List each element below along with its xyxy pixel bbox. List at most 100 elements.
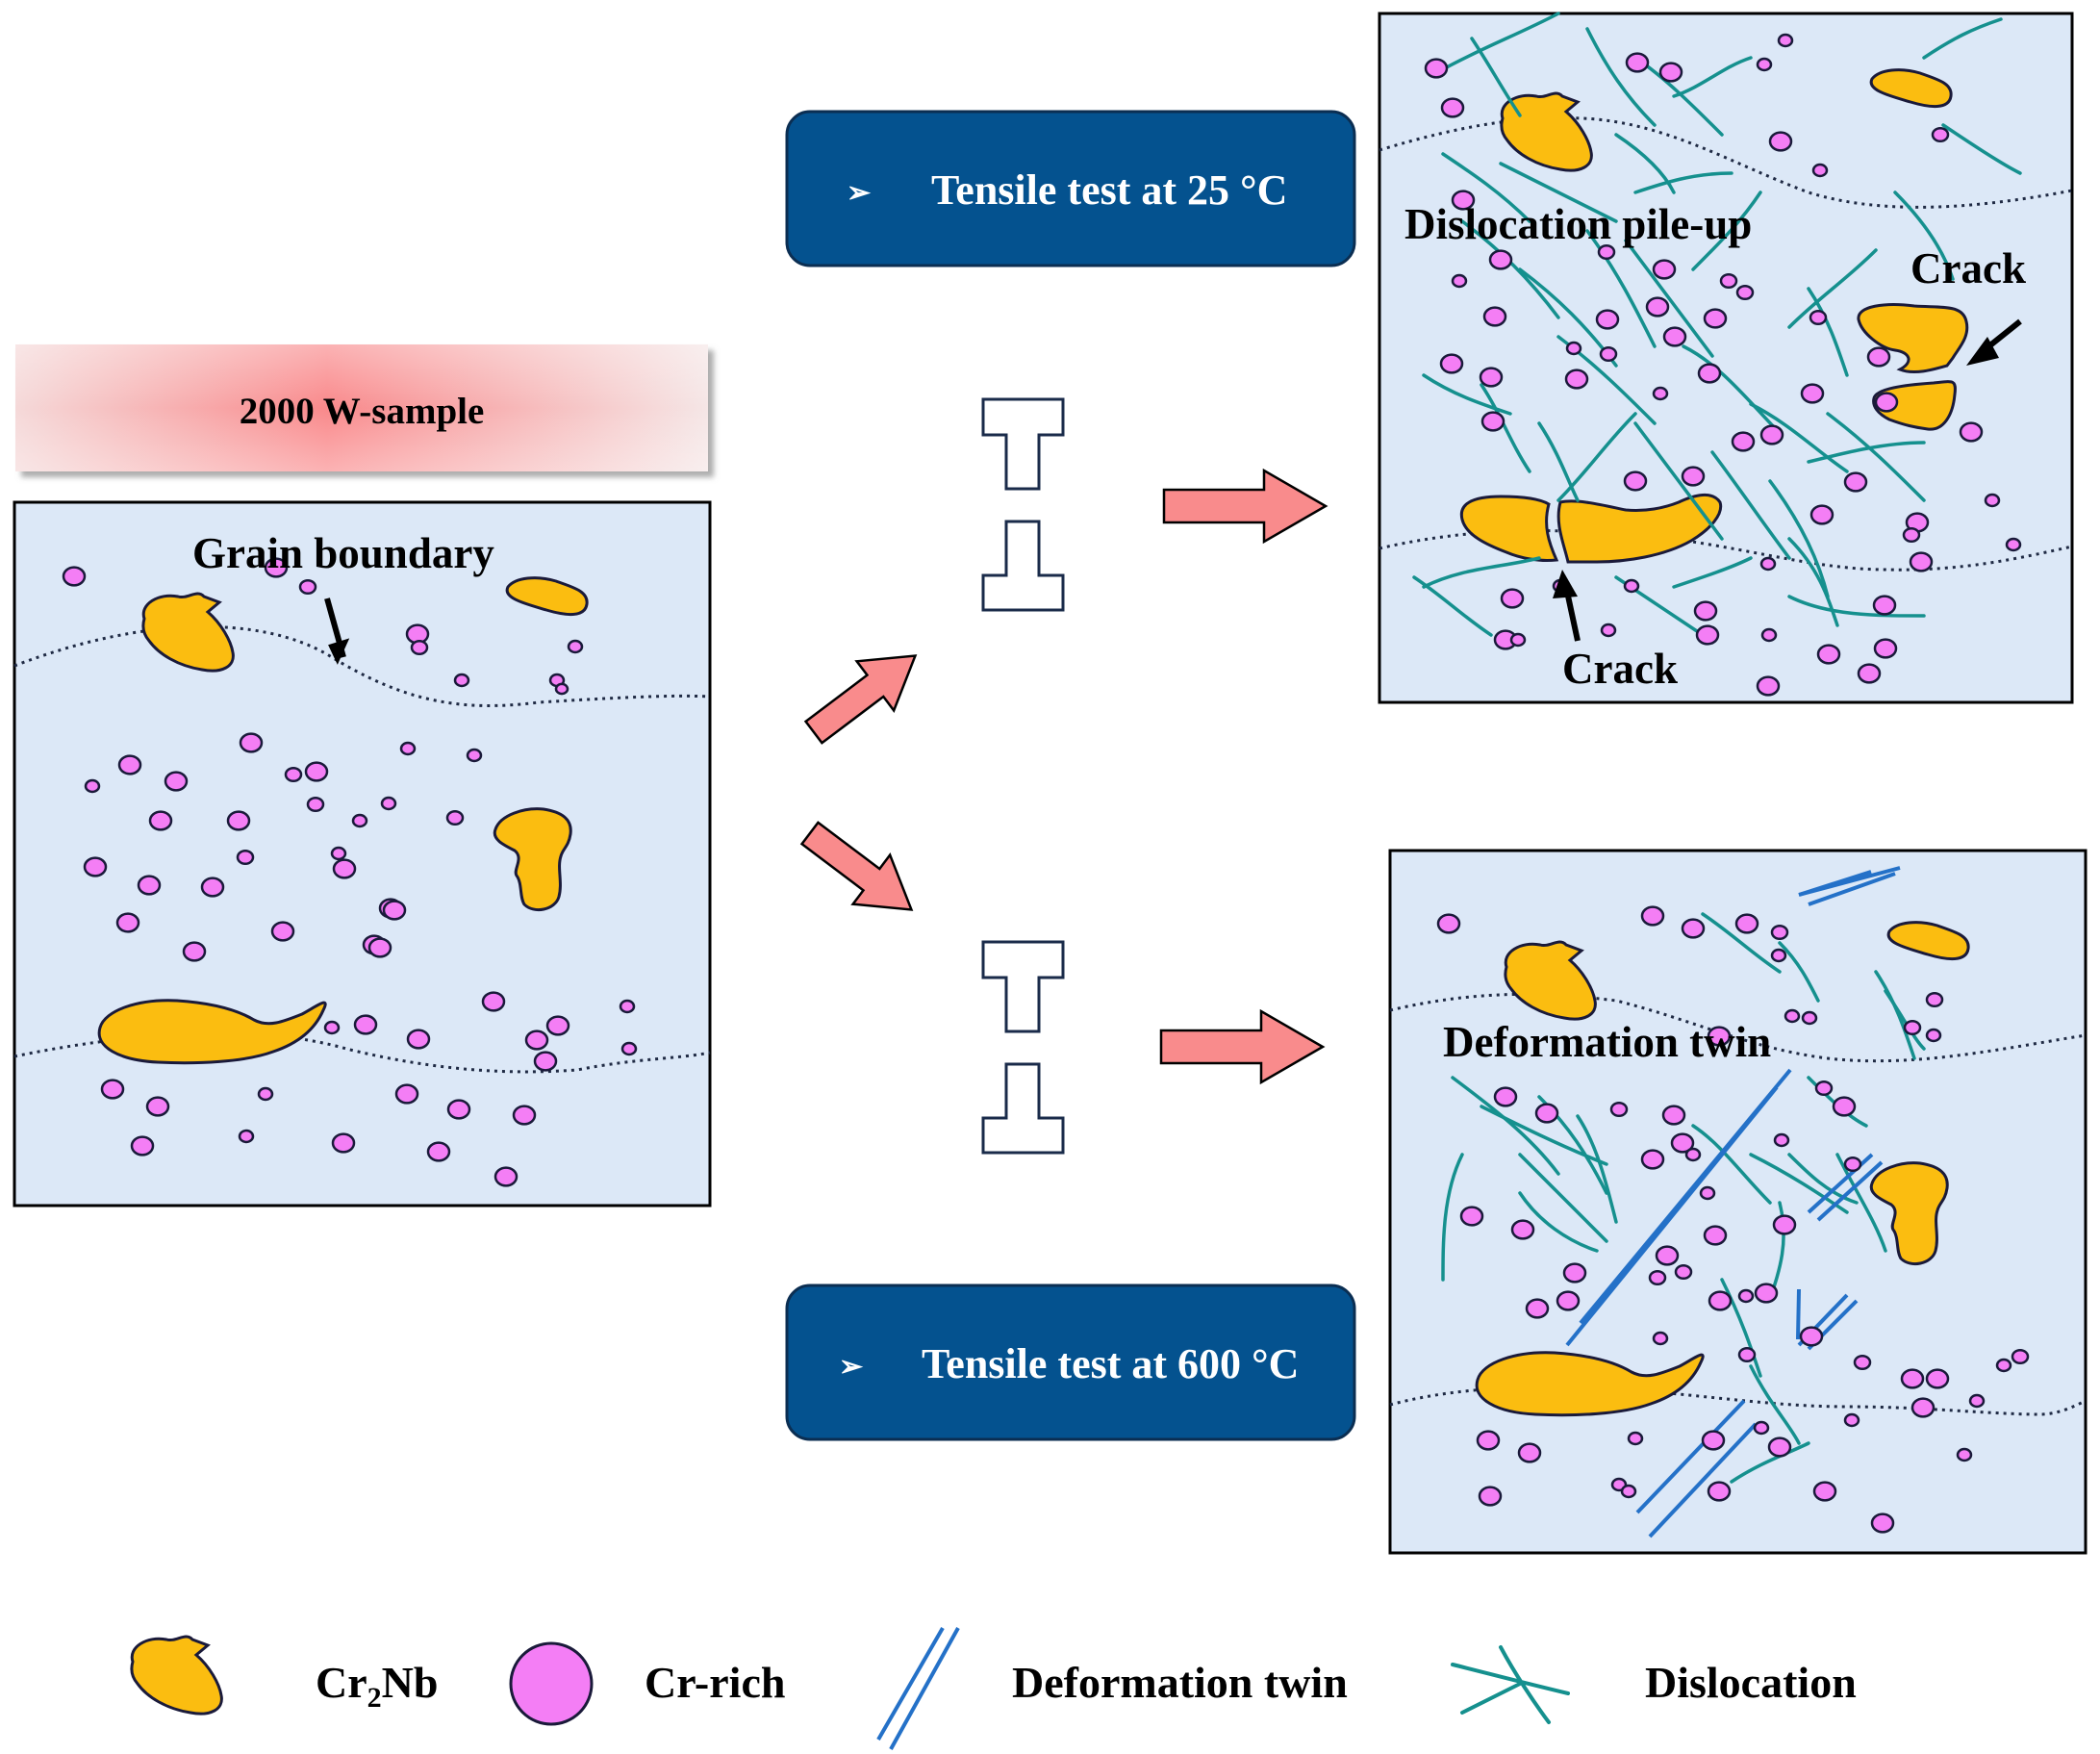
cr-rich-particle [1773,1132,1790,1148]
cr-rich-particle [1731,431,1756,452]
cr-rich-particle [1623,470,1648,492]
cr-rich-particle [1640,1149,1665,1170]
cr-rich-particle [1703,308,1728,329]
cr-rich-particle [1662,326,1687,347]
cr-rich-particle [1424,58,1449,79]
cr-rich-particle [1684,1147,1702,1162]
cr-rich-particle [1959,421,1984,443]
legend-cr-rich: Cr-rich [509,1641,785,1726]
legend-cr-rich-icon [509,1641,594,1726]
cr-rich-particle [1652,386,1669,401]
cr-rich-particle [1768,131,1793,152]
cr-rich-particle [1872,595,1897,616]
cr-rich-particle [1902,526,1921,544]
cr-rich-particle [130,1135,155,1157]
cr-rich-particle [1707,1026,1732,1047]
cr-rich-particle [1925,1028,1942,1043]
cracked-cr2nb-particle [1857,303,1969,373]
deformation-twins [1565,866,1901,1538]
cr-rich-particle [62,566,87,587]
cr-rich-particle [1760,627,1778,643]
cr-rich-particle [1719,272,1738,290]
cr-rich-particle [1900,1368,1925,1389]
cr-rich-particle [1832,1096,1857,1117]
cr-rich-particle [493,1166,519,1187]
cr-rich-particle [1734,913,1759,934]
cr-rich-particle [1767,1436,1792,1458]
dislocations [1412,12,2022,637]
legend-dislocation: Dislocation [1451,1645,1857,1724]
cr-rich-particle [410,639,429,656]
initial-microstructure-panel: Grain boundary [13,500,712,1207]
cr-rich-particle [304,761,329,782]
sample-label: 2000 W-sample [240,391,485,432]
tensile-specimen-bottom [981,940,1065,1155]
cr-rich-particle [1735,284,1755,301]
arrow-down-right [799,821,914,911]
cr-rich-particle [1500,588,1525,609]
cr-rich-particle [239,732,264,753]
cr-rich-particle [1658,62,1683,83]
cr-rich-particle [1661,1105,1686,1126]
cr-rich-particle [1809,504,1834,525]
grain-boundary-line [1389,1385,2087,1416]
cr-rich-particle [1509,632,1527,648]
cr-rich-particle [1708,1290,1733,1311]
cr-rich-particle [1770,924,1789,941]
cr-rich-particle [1754,1283,1779,1304]
cr-rich-particle [1595,309,1620,330]
cr-rich-particle [1772,1214,1797,1235]
cr-rich-particle [545,1015,570,1036]
cr-rich-particle [426,1141,451,1162]
cr-rich-particle [226,810,251,831]
cr-rich-particle [1707,1481,1732,1502]
cr-rich-particle [1956,1447,1973,1462]
cr-rich-particle [1625,52,1650,73]
cr-rich-particles [62,557,638,1187]
cr-rich-particle [380,796,397,811]
cr-rich-particle [182,941,207,962]
cr-rich-particle [620,1041,638,1056]
cr-rich-particle [1564,369,1589,390]
cr-rich-particle [1701,1430,1726,1451]
banner-600c: ➢ Tensile test at 600 °C [785,1284,1356,1441]
cracked-cr2nb-particle [1556,494,1723,564]
legend: Cr2Nb Cr-rich Deformation twin Dislocati… [130,1626,1857,1750]
cr-rich-particle [1525,1298,1550,1319]
cr-rich-particle [1600,623,1617,638]
cr-rich-particle [453,673,470,688]
cr-rich-particle [1737,1288,1755,1304]
banner-25c: ➢ Tensile test at 25 °C [785,110,1356,267]
cr-rich-particle [1816,644,1841,665]
cr-rich-particle [1814,1080,1834,1097]
cr-rich-particle [1459,1206,1484,1227]
cr-rich-particle [524,1030,549,1051]
cr-rich-particle [1968,1393,1986,1409]
cr-rich-particle [1597,243,1616,261]
cr-rich-particle [1910,1397,1936,1418]
legend-cr2nb: Cr2Nb [130,1635,438,1716]
cr-rich-particle [1770,948,1787,963]
cr-rich-particle [2005,537,2022,552]
arrow-right-bottom [1159,1008,1326,1085]
cr-rich-particle [512,1105,537,1126]
cr-rich-particle [382,900,407,921]
cr-rich-particle [481,991,506,1012]
panel-25c: Dislocation pile-up Crack Crack [1378,12,2074,704]
cr-rich-particle [1565,341,1582,356]
cr-rich-particle [1811,163,1829,178]
cr-rich-particle [1995,1358,2012,1373]
initial-panel-frame [13,500,712,1207]
grain-boundary-line [1379,115,2073,209]
cr-rich-particle [238,1129,255,1144]
cr-rich-particle [1812,1481,1837,1502]
crack-label-top: Crack [1910,244,2026,292]
cr-rich-particle [406,1029,431,1050]
legend-cr-rich-label: Cr-rich [645,1658,785,1707]
cr-rich-particle [1695,624,1720,646]
cr-rich-particle [1737,1346,1757,1363]
cr-rich-particle [1681,466,1706,487]
cr-rich-particle [1640,905,1665,927]
cr-rich-particle [84,778,101,794]
